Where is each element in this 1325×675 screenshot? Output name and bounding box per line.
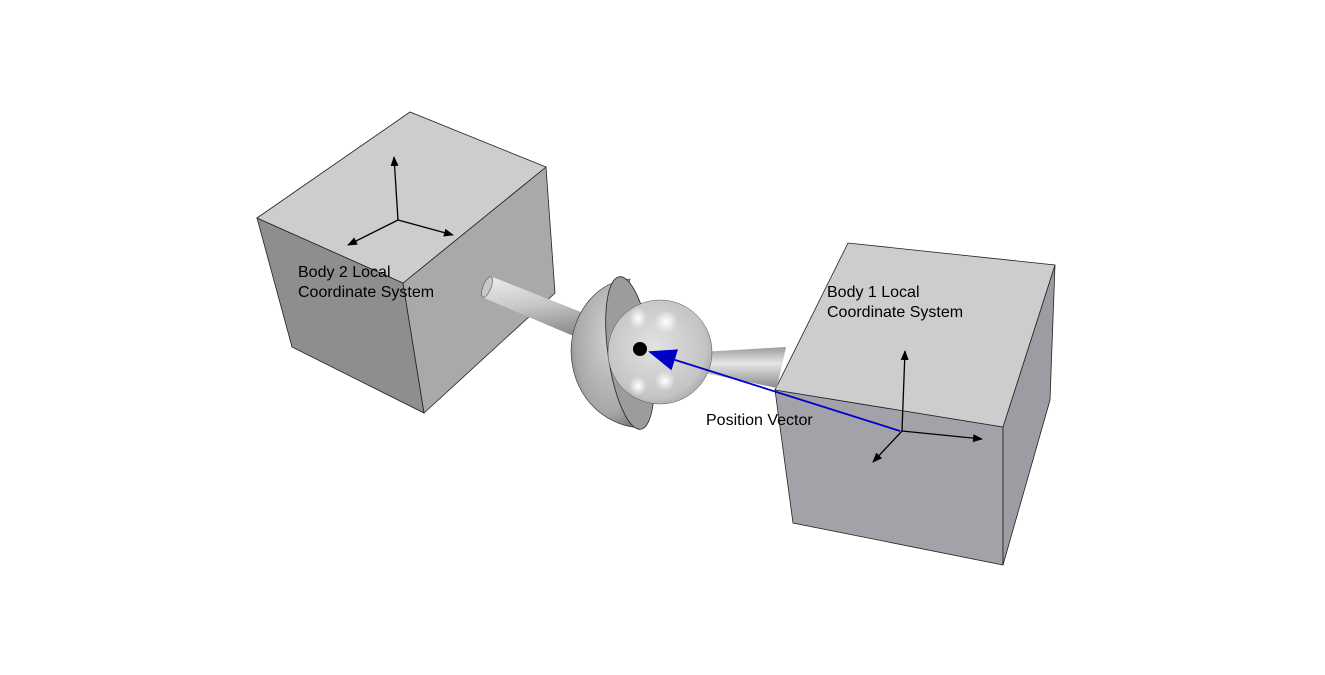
body2-label-line1: Body 2 Local [298,264,391,281]
body2-axis-up [390,156,399,221]
body2-cube [256,111,556,414]
body1-axes [872,350,983,463]
body2-axes [347,156,454,246]
body1-label-line1: Body 1 Local [827,284,920,301]
position-vector-label: Position Vector [706,412,813,429]
body2-cube-top-face [256,111,547,284]
body2-axis-right [397,219,454,237]
body1-axis-up [900,350,909,432]
ball-joint [570,276,713,430]
body1-axis-left [872,430,903,463]
body1-cube-top-face [774,242,1056,428]
joint-center-dot [633,342,647,356]
body1-axis-right [901,430,983,443]
left-rod [481,276,596,343]
position-vector-arrow [648,349,901,432]
body2-label: Body 2 Local Coordinate System [298,263,434,303]
body2-label-line2: Coordinate System [298,284,435,301]
body2-axis-left [347,219,399,246]
body1-label-line2: Coordinate System [827,304,964,321]
body1-cube [774,242,1056,566]
body1-label: Body 1 Local Coordinate System [827,283,963,323]
